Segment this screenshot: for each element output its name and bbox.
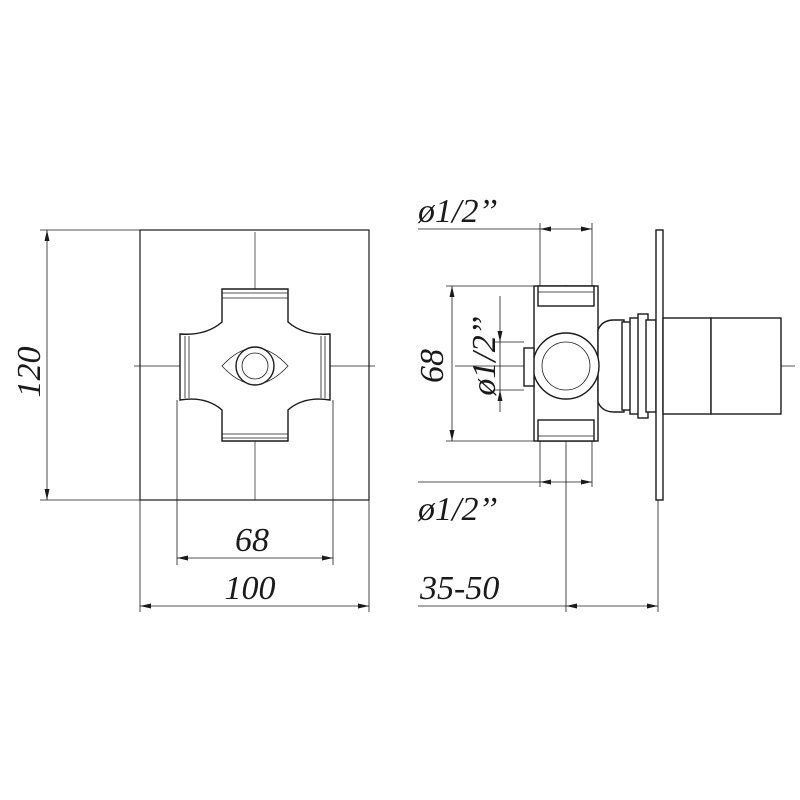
dim-100-arrow-right [358,603,369,609]
dim-bottom-pipe-arrow-right [581,479,592,485]
dim-side-pipe-arrow-top [497,331,503,342]
dim-120-arrow-top [44,230,50,241]
side-tab [523,347,535,387]
dim-depth-label: 35-50 [419,570,499,607]
hub-inner-ring [241,352,269,380]
dim-side-pipe-label: ø1/2’’ [466,316,503,396]
front-view: 120 68 100 [11,229,375,612]
dim-100-arrow-left [140,603,151,609]
dim-68-arrow-right [322,555,333,561]
dim-68-label: 68 [235,522,269,559]
dim-side-pipe-arrow-bottom [497,390,503,401]
spindle-collar-4 [645,319,657,413]
dim-top-pipe-arrow-left [540,226,551,232]
side-outlet-outer [532,332,600,400]
bottom-connector [537,419,595,442]
dim-68-side-arrow-top [449,286,455,297]
dim-bottom-pipe-label: ø1/2’’ [417,491,497,528]
dim-depth-arrow-right [647,603,658,609]
dim-68-side-arrow-bottom [449,430,455,441]
knob-head [710,317,782,415]
knob-stem [662,317,712,415]
top-connector [537,285,595,307]
side-view: ø1/2’’ ø1/2’’ 68 ø1/2’’ 35-50 [414,193,795,612]
dim-top-pipe-label: ø1/2’’ [417,193,497,230]
dim-120-arrow-bottom [44,489,50,500]
dim-depth-arrow-left [566,603,577,609]
dim-68-arrow-left [177,555,188,561]
valve-neck [597,319,625,413]
dim-120-label: 120 [11,347,48,398]
side-outlet-inner [541,341,591,391]
dim-bottom-pipe-arrow-left [540,479,551,485]
wall-plate [655,229,664,501]
dim-100-label: 100 [225,570,276,607]
dim-68-side-label: 68 [414,349,451,383]
cover-plate [139,229,370,501]
dim-top-pipe-arrow-right [581,226,592,232]
hub-lens [221,347,289,385]
hub-outer-ring [235,346,275,386]
